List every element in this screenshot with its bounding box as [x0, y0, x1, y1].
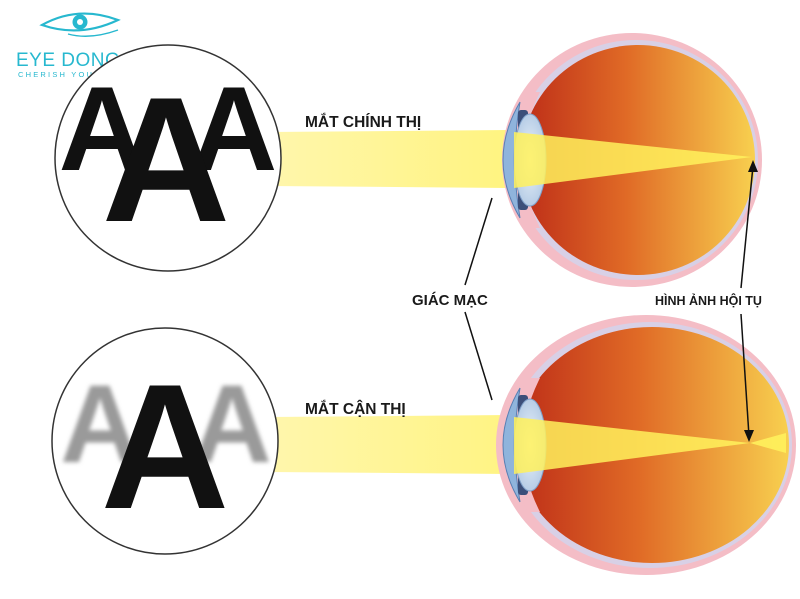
pointer-cornea-bottom: [464, 311, 493, 401]
eye-icon: [39, 12, 121, 37]
label-cornea: GIÁC MẠC: [412, 292, 488, 309]
pointer-focus-top: [740, 160, 758, 289]
eyeball-myopic: [496, 315, 796, 575]
myopic-eye-panel: A A A MẮT CẬN THỊ: [51, 315, 796, 575]
letter-a-sharp-center: A: [101, 347, 230, 546]
logo-tagline: CHERISH YOUR EYES: [18, 70, 135, 79]
letter-a-blurred-right: A: [192, 363, 271, 486]
letters-circle-normal: [54, 44, 282, 272]
letter-a-center: A: [102, 60, 231, 259]
pointer-focus-bottom: [740, 313, 754, 442]
eyeball-normal: [502, 33, 762, 287]
letters-circle-myopic: [51, 327, 279, 555]
label-focused-image: HÌNH ẢNH HỘI TỤ: [655, 293, 762, 308]
label-normal-eye: MẮT CHÍNH THỊ: [305, 113, 421, 131]
annotations: GIÁC MẠC HÌNH ẢNH HỘI TỤ: [412, 160, 762, 442]
letter-a-blurred-left: A: [60, 363, 139, 486]
pointer-cornea-top: [464, 197, 493, 286]
normal-eye-panel: A A A MẮT CHÍNH THỊ: [54, 33, 762, 287]
label-myopic-eye: MẮT CẬN THỊ: [305, 400, 406, 418]
